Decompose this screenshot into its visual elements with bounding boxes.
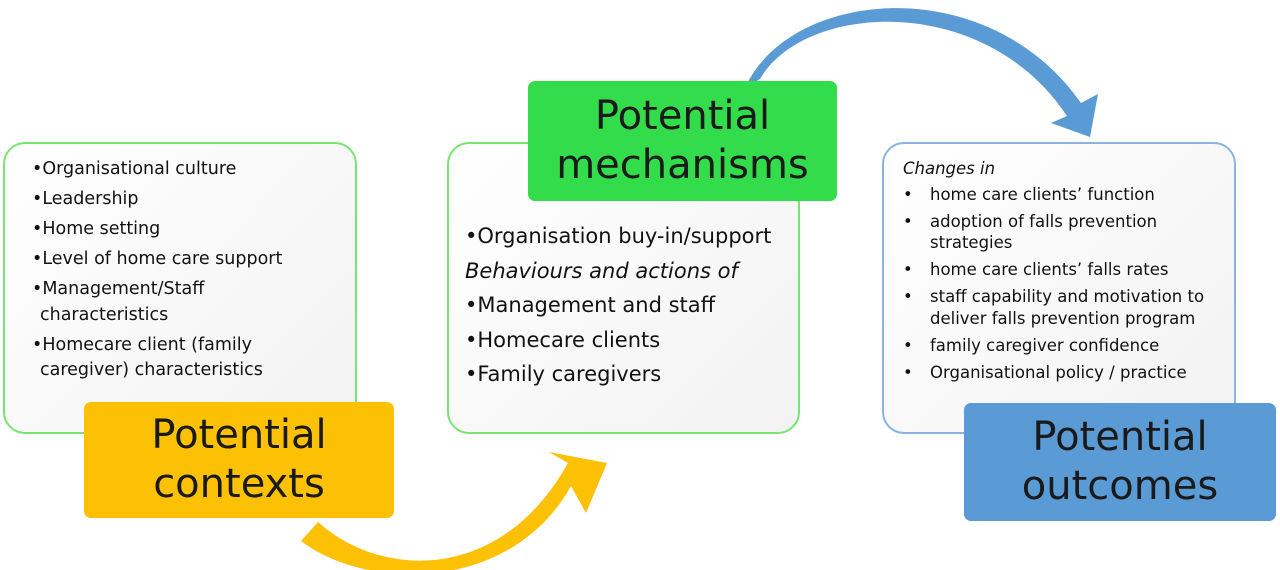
label-line: Potential <box>1032 414 1208 460</box>
label-line: contexts <box>153 461 325 507</box>
list-item: family caregiver confidence <box>903 335 1233 357</box>
list-item: Leadership <box>32 187 332 213</box>
label-line: Potential <box>151 412 327 458</box>
mechanisms-label: Potential mechanisms <box>528 81 837 201</box>
label-line: Potential <box>594 93 771 139</box>
list-item: Family caregivers <box>465 357 800 392</box>
label-line: mechanisms <box>556 142 809 188</box>
mechanisms-top-list: Organisation buy-in/support <box>465 219 800 254</box>
outcomes-label: Potential outcomes <box>964 403 1276 521</box>
contexts-list: Organisational culture Leadership Home s… <box>32 157 332 388</box>
outcomes-content: Changes in home care clients’ function a… <box>903 158 1233 389</box>
list-item: Management/Staff characteristics <box>32 277 332 328</box>
list-item: Level of home care support <box>32 247 332 273</box>
list-item: Home setting <box>32 217 332 243</box>
contexts-label: Potential contexts <box>84 402 394 518</box>
list-item: Management and staff <box>465 288 800 323</box>
list-item: staff capability and motivation to deliv… <box>903 286 1233 329</box>
yellow-curved-arrow <box>301 452 607 570</box>
outcomes-list: home care clients’ function adoption of … <box>903 184 1233 384</box>
blue-curved-arrow <box>745 8 1098 137</box>
list-item: home care clients’ falls rates <box>903 259 1233 281</box>
mechanisms-list: Management and staff Homecare clients Fa… <box>465 288 800 392</box>
list-item: adoption of falls prevention strategies <box>903 211 1233 254</box>
list-item: Organisational policy / practice <box>903 362 1233 384</box>
label-line: outcomes <box>1021 463 1219 509</box>
mechanisms-content: Organisation buy-in/support Behaviours a… <box>465 219 800 392</box>
outcomes-subhead: Changes in <box>903 159 996 178</box>
list-item: Organisation buy-in/support <box>465 219 800 254</box>
list-item: home care clients’ function <box>903 184 1233 206</box>
mechanisms-subhead: Behaviours and actions of <box>465 258 738 283</box>
list-item: Homecare client (family caregiver) chara… <box>32 333 332 384</box>
list-item: Homecare clients <box>465 323 800 358</box>
list-item: Organisational culture <box>32 157 332 183</box>
